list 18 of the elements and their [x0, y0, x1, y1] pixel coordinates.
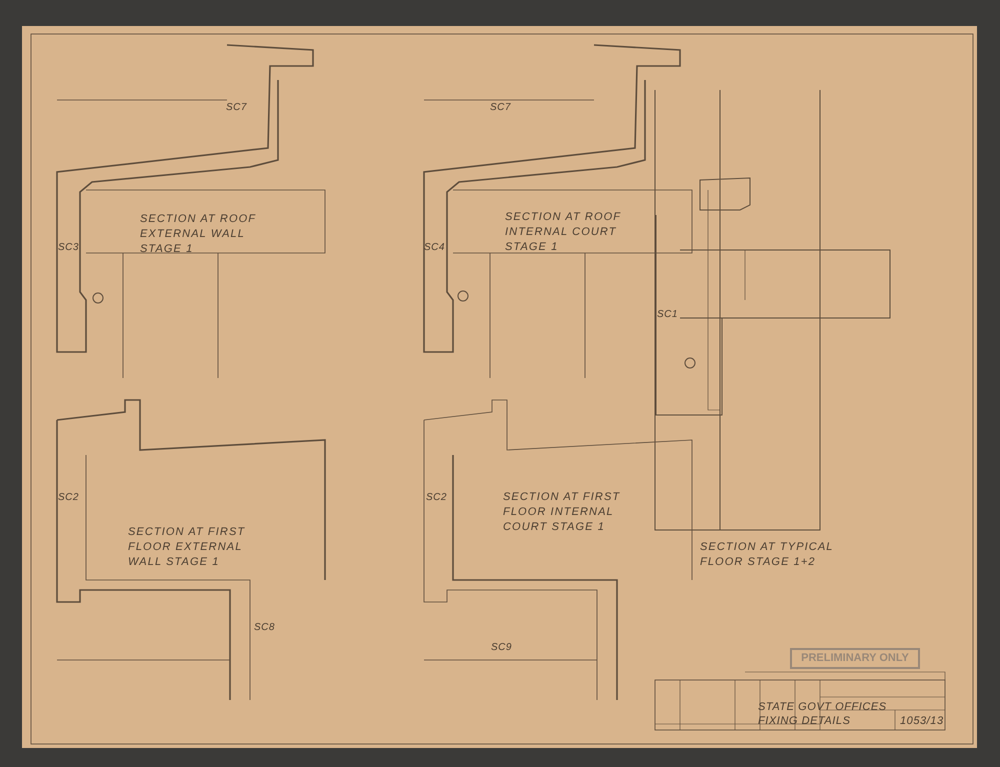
- title-block-text: FIXING DETAILS: [758, 714, 850, 729]
- panel-mark: SC9: [491, 641, 512, 655]
- section-title: SECTION AT FIRST FLOOR INTERNAL COURT STAGE 1: [503, 490, 622, 535]
- title-block-text: STATE GOVT OFFICES: [758, 700, 887, 715]
- panel-mark: SC1: [657, 308, 678, 322]
- panel-mark: SC2: [426, 491, 447, 505]
- section-title: SECTION AT FIRST FLOOR EXTERNAL WALL STAGE 1: [128, 525, 246, 570]
- section-title: SECTION AT ROOF INTERNAL COURT STAGE 1: [505, 210, 622, 255]
- stamp-text: PRELIMINARY ONLY: [790, 648, 920, 668]
- panel-mark: SC2: [58, 491, 79, 505]
- section-title: SECTION AT TYPICAL FLOOR STAGE 1+2: [700, 540, 834, 570]
- panel-mark: SC3: [58, 241, 79, 255]
- section-title: SECTION AT ROOF EXTERNAL WALL STAGE 1: [140, 212, 257, 257]
- panel-mark: SC7: [226, 101, 247, 115]
- panel-mark: SC4: [424, 241, 445, 255]
- title-block-text: 1053/13: [900, 714, 944, 729]
- panel-mark: SC7: [490, 101, 511, 115]
- panel-mark: SC8: [254, 621, 275, 635]
